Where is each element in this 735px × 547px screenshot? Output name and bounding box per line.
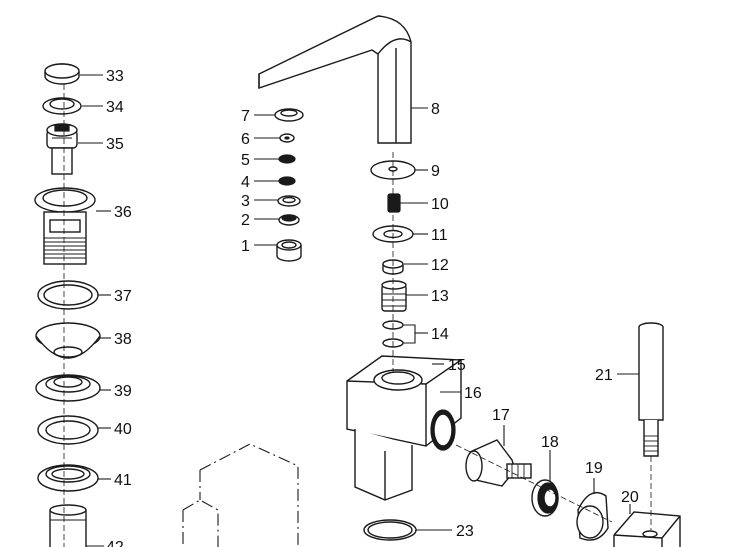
part-10-insert [387, 193, 401, 213]
label-33: 33 [106, 68, 124, 85]
part-6-washer [279, 133, 295, 143]
label-5: 5 [241, 152, 250, 169]
label-39: 39 [114, 383, 132, 400]
label-10: 10 [431, 196, 449, 213]
part-38-cone-washer [35, 322, 101, 359]
label-6: 6 [241, 131, 250, 148]
label-14: 14 [431, 326, 449, 343]
part-1-aerator [276, 239, 302, 262]
part-33-cap [44, 63, 80, 85]
part-21-handset [638, 322, 664, 457]
label-17: 17 [492, 407, 510, 424]
valve-stack [346, 152, 462, 541]
part-7-washer [274, 108, 304, 122]
label-4: 4 [241, 174, 250, 191]
part-2-ring [278, 214, 300, 226]
label-41: 41 [114, 472, 132, 489]
label-23: 23 [456, 523, 474, 540]
part-13-cartridge [381, 280, 407, 312]
waste-assembly [34, 63, 111, 547]
label-37: 37 [114, 288, 132, 305]
part-18-nut [531, 479, 559, 517]
part-8-spout [258, 15, 412, 144]
part-42-tail-pipe [49, 504, 87, 547]
label-7: 7 [241, 108, 250, 125]
label-15: 15 [448, 357, 466, 374]
part-41-nut [37, 464, 99, 492]
part-17-cartridge [465, 439, 532, 487]
label-42: 42 [106, 539, 124, 547]
part-35-plug-mechanism [46, 123, 78, 175]
label-40: 40 [114, 421, 132, 438]
label-3: 3 [241, 193, 250, 210]
part-labels: 7 6 5 4 3 2 1 8 9 10 11 12 13 14 15 16 1… [106, 68, 639, 547]
part-5-mesh [278, 154, 296, 164]
hidden-outline-handset-holder [182, 443, 299, 547]
part-36-waste-body [34, 187, 96, 265]
label-36: 36 [114, 204, 132, 221]
label-12: 12 [431, 257, 449, 274]
part-34-ring [42, 97, 82, 115]
label-1: 1 [241, 238, 250, 255]
label-2: 2 [241, 212, 250, 229]
part-20-mount-block [613, 511, 681, 547]
label-19: 19 [585, 460, 603, 477]
spout-assembly [254, 15, 428, 262]
part-39-flange-washer [35, 374, 101, 402]
label-16: 16 [464, 385, 482, 402]
label-38: 38 [114, 331, 132, 348]
part-3-ring [277, 195, 301, 207]
part-19-cover [576, 492, 609, 541]
label-21: 21 [595, 367, 613, 384]
part-4-mesh [278, 176, 296, 186]
label-8: 8 [431, 101, 440, 118]
label-20: 20 [621, 489, 639, 506]
label-35: 35 [106, 136, 124, 153]
part-37-gasket [37, 280, 99, 310]
label-34: 34 [106, 99, 124, 116]
label-13: 13 [431, 288, 449, 305]
part-16-valve-body [346, 355, 462, 501]
part-40-gasket [37, 415, 99, 445]
label-18: 18 [541, 434, 559, 451]
label-9: 9 [431, 163, 440, 180]
label-11: 11 [431, 227, 448, 244]
part-23-o-ring [363, 519, 417, 541]
diverter-assembly [455, 322, 681, 547]
